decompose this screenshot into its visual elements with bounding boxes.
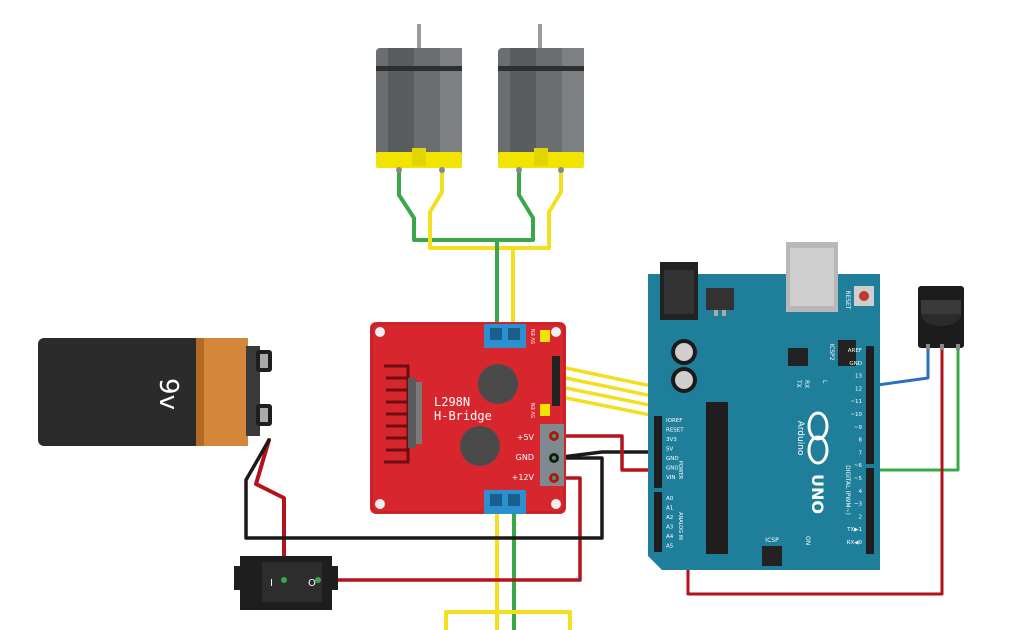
hbridge-header-bottom: 5V EN	[531, 403, 537, 418]
pin-label: VIN	[666, 475, 676, 481]
l298n-hbridge: L298N H-Bridge 5V EN 5V EN +5V GND +12V	[370, 322, 566, 514]
pin-label: RESET	[666, 428, 684, 434]
battery-label: 9v	[153, 378, 183, 410]
icsp2-label: ICSP2	[828, 343, 835, 360]
battery-black-wire	[244, 438, 604, 540]
pin-label: ~6	[854, 463, 863, 469]
motor1-yellow-lead	[428, 166, 506, 250]
l-label: L	[821, 380, 828, 384]
pin-label: 4	[859, 489, 863, 495]
pin-label: TX▶1	[846, 527, 862, 533]
hbridge-title-line2: H-Bridge	[434, 409, 492, 423]
digital-pin-labels: AREF GND 13 12 ~11 ~10 ~9 8 7 ~6 ~5 4 ~3 2TX▶1RX◀0	[846, 348, 862, 546]
ir-receiver	[918, 286, 964, 350]
ir-green-wire	[868, 346, 960, 472]
analog-header	[654, 492, 662, 552]
digital-header-lower	[866, 468, 874, 554]
pin-label: 3V3	[666, 437, 677, 443]
icsp-label: ICSP	[765, 537, 779, 544]
arduino-model: UNO	[808, 474, 827, 514]
motor-right	[498, 24, 584, 173]
digital-label: DIGITAL (PWM~)	[844, 465, 851, 515]
motor-left	[376, 24, 462, 173]
switch-red-wire	[316, 476, 582, 582]
digital-header-upper	[866, 346, 874, 464]
pin-label: 13	[855, 374, 862, 380]
pin-label: GND	[666, 456, 679, 462]
motor2-yellow-lead	[502, 166, 563, 250]
pin-label: A3	[666, 525, 674, 531]
pin-label: 7	[859, 450, 863, 456]
pin-label: ~11	[850, 399, 862, 405]
reset-label: RESET	[844, 290, 851, 310]
icsp2-header	[838, 340, 856, 366]
switch-off-mark: O	[308, 578, 316, 589]
bottom-yellow-bus	[444, 610, 572, 630]
ir-blue-wire	[868, 346, 930, 388]
pin-5v-label: +5V	[517, 433, 535, 442]
analog-label: ANALOG IN	[677, 512, 683, 540]
power-header	[654, 416, 662, 488]
atmega-chip	[706, 402, 728, 554]
pin-label: ~5	[854, 476, 863, 482]
motor2-green-lead	[498, 166, 535, 242]
pin-label: ~3	[854, 502, 863, 508]
5v-red-wire	[552, 434, 660, 472]
hbridge-header-top: 5V EN	[531, 329, 537, 344]
pin-label: 2	[859, 514, 863, 520]
gnd-black-wire	[552, 450, 660, 460]
pin-label: IOREF	[666, 418, 682, 424]
pin-12v-label: +12V	[512, 473, 535, 482]
pin-label: A4	[666, 534, 674, 540]
pin-label: ~10	[850, 412, 862, 418]
pin-label: A0	[666, 496, 674, 502]
arduino-uno: RESET ICSP2 TX RX L Arduino UNO DIGITAL …	[648, 242, 880, 570]
pin-label: ~9	[854, 425, 863, 431]
pin-label: GND	[666, 466, 679, 472]
arduino-logo-text: Arduino	[795, 421, 805, 456]
tx-label: TX	[795, 379, 802, 388]
pin-gnd-label: GND	[516, 453, 534, 462]
power-pin-labels: IOREF RESET 3V3 5V GND GND VIN	[666, 418, 684, 481]
hbridge-title-line1: L298N	[434, 395, 470, 409]
pin-label: A2	[666, 515, 673, 521]
switch-on-mark: I	[270, 578, 273, 589]
pin-label: RX◀0	[847, 540, 863, 546]
pin-label: 8	[859, 438, 863, 444]
on-label: ON	[804, 536, 811, 545]
pin-label: A1	[666, 506, 673, 512]
power-label: POWER	[677, 461, 683, 480]
pin-label: AREF	[848, 348, 862, 354]
motor1-green-lead	[397, 166, 502, 242]
pin-label: 12	[855, 386, 862, 392]
arduino-logo	[807, 411, 829, 465]
pin-label: 5V	[666, 447, 673, 453]
pin-label: A5	[666, 544, 674, 550]
pin-label: GND	[849, 361, 862, 367]
power-switch[interactable]: I O	[234, 556, 338, 610]
rx-label: RX	[803, 380, 810, 388]
battery-9v: 9v	[38, 338, 272, 446]
icsp-header	[762, 546, 782, 566]
